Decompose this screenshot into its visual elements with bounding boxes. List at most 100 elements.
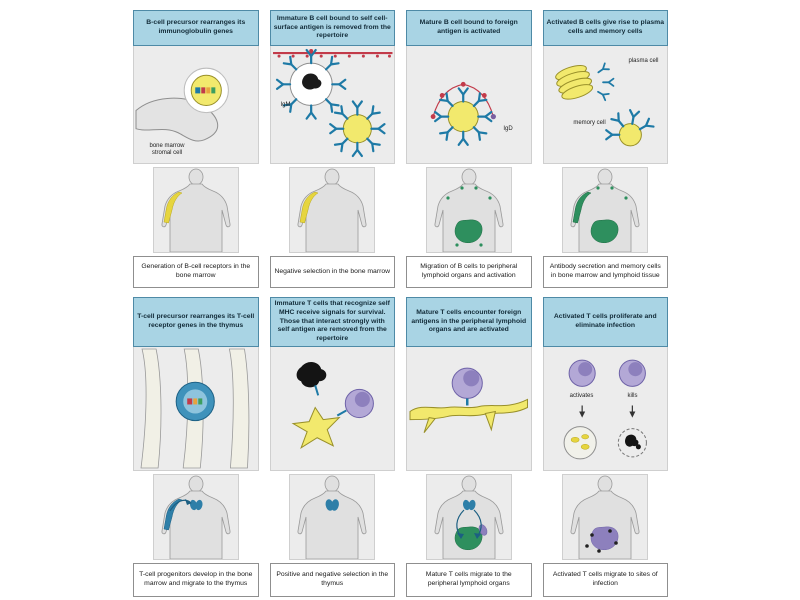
b-cell-column-4: Activated B cells give rise to plasma ce… xyxy=(542,10,668,288)
body-map xyxy=(152,474,239,560)
dendritic-cell xyxy=(409,398,528,434)
b3-body xyxy=(434,168,504,252)
igm-label: IgM xyxy=(280,102,291,108)
t-cell-column-4: Activated T cells proliferate and elimin… xyxy=(542,297,668,597)
body-head xyxy=(324,475,340,493)
body-head xyxy=(188,475,204,493)
immune-development-figure: B-cell precursor rearranges its immunogl… xyxy=(133,10,668,597)
b2-body xyxy=(297,168,367,252)
bone-marrow-highlight xyxy=(572,191,592,224)
panel-caption: Positive and negative selection in the t… xyxy=(269,563,395,597)
tcr-contact-1 xyxy=(313,385,319,396)
kills-label: kills xyxy=(627,393,638,399)
t3-body xyxy=(434,475,504,559)
body-silhouette xyxy=(297,490,367,559)
mature-b-cell xyxy=(434,87,493,146)
bone-marrow-highlight xyxy=(299,191,319,224)
panel-header: B-cell precursor rearranges its immunogl… xyxy=(133,10,259,46)
removed-b-cell xyxy=(275,48,346,120)
tcr-contact-2 xyxy=(336,409,347,417)
memory-cell-label: memory cell xyxy=(573,120,606,126)
body-head xyxy=(188,168,204,186)
plasma-cell-label: plasma cell xyxy=(628,58,659,64)
b3-illustration xyxy=(430,81,496,146)
b-cell-column-3: Mature B cell bound to foreign antigen i… xyxy=(406,10,532,288)
body-map xyxy=(425,167,512,253)
illustration-panel: IgM xyxy=(269,46,395,164)
lymphoid-highlight xyxy=(454,526,483,550)
t4-illustration xyxy=(563,359,647,460)
lymphoid-highlight xyxy=(454,219,483,243)
t1-illustration xyxy=(140,348,250,469)
body-head xyxy=(461,168,477,186)
panel-caption: Activated T cells migrate to sites of in… xyxy=(542,563,668,597)
t-cell-column-3: Mature T cells encounter foreign antigen… xyxy=(406,297,532,597)
illustration-panel xyxy=(269,347,395,471)
body-silhouette xyxy=(570,490,640,559)
memory-cell xyxy=(604,109,655,147)
t-cell-column-2: Immature T cells that recognize self MHC… xyxy=(269,297,395,597)
body-silhouette xyxy=(570,183,640,252)
panel-header: Mature B cell bound to foreign antigen i… xyxy=(406,10,532,46)
panel-caption: Mature T cells migrate to the peripheral… xyxy=(406,563,532,597)
t-cell-row: T-cell precursor rearranges its T-cell r… xyxy=(133,297,668,597)
body-silhouette xyxy=(434,183,504,252)
mature-t-cell xyxy=(451,367,483,406)
body-silhouette xyxy=(161,490,231,559)
macrophage xyxy=(563,426,597,460)
immature-b-cell xyxy=(328,100,386,158)
body-silhouette xyxy=(161,183,231,252)
t2-illustration xyxy=(291,362,374,450)
activated-t-cell-helper xyxy=(568,359,596,387)
panel-caption: T-cell progenitors develop in the bone m… xyxy=(133,563,259,597)
igd-label: IgD xyxy=(503,126,513,132)
body-head xyxy=(461,475,477,493)
panel-caption: Migration of B cells to peripheral lymph… xyxy=(406,256,532,288)
b-cell-row: B-cell precursor rearranges its immunogl… xyxy=(133,10,668,288)
body-head xyxy=(324,168,340,186)
b1-body xyxy=(161,168,231,252)
body-head xyxy=(597,168,613,186)
lymphoid-highlight xyxy=(591,219,619,243)
down-arrows xyxy=(578,405,635,418)
thymus-highlight xyxy=(189,499,203,511)
illustration-panel: activates kills xyxy=(542,347,668,471)
migration-arrow xyxy=(169,499,192,512)
panel-header: Immature B cell bound to self cell-surfa… xyxy=(269,10,395,46)
lymph-node-dots xyxy=(446,186,492,247)
thymic-stellate-cell xyxy=(291,406,341,450)
apoptotic-t-cell xyxy=(296,362,326,388)
illustration-panel xyxy=(133,347,259,471)
activated-t-cell-killer xyxy=(618,359,646,387)
apoptotic-target-cell xyxy=(617,428,647,458)
body-map xyxy=(562,167,649,253)
illustration-panel xyxy=(406,347,532,471)
body-map xyxy=(562,474,649,560)
body-silhouette xyxy=(434,490,504,559)
self-antigen-stubs xyxy=(277,54,391,58)
panel-caption: Generation of B-cell receptors in the bo… xyxy=(133,256,259,288)
stromal-cell-label: bone marrow stromal cell xyxy=(149,142,185,156)
t-cell-precursor xyxy=(175,381,215,422)
body-head xyxy=(597,475,613,493)
illustration-panel: plasma cell memory cell xyxy=(542,46,668,164)
gene-segments xyxy=(195,87,216,94)
t3-illustration xyxy=(409,367,528,434)
b-cell-precursor xyxy=(190,74,222,107)
infection-site-highlight xyxy=(591,526,619,550)
plasma-cell xyxy=(554,64,593,100)
b2-illustration xyxy=(272,48,392,158)
migration-arrows xyxy=(456,509,482,539)
panel-header: Mature T cells encounter foreign antigen… xyxy=(406,297,532,347)
panel-header: T-cell precursor rearranges its T-cell r… xyxy=(133,297,259,347)
body-silhouette xyxy=(297,183,367,252)
bone-marrow-highlight xyxy=(163,498,183,531)
b4-body xyxy=(570,168,640,252)
panel-header: Immature T cells that recognize self MHC… xyxy=(269,297,395,347)
illustration-panel: bone marrow stromal cell xyxy=(133,46,259,164)
panel-caption: Antibody secretion and memory cells in b… xyxy=(542,256,668,288)
b-cell-column-2: Immature B cell bound to self cell-surfa… xyxy=(269,10,395,288)
secreted-antibodies xyxy=(594,62,614,102)
b1-illustration xyxy=(135,67,229,142)
b4-illustration xyxy=(554,62,655,147)
